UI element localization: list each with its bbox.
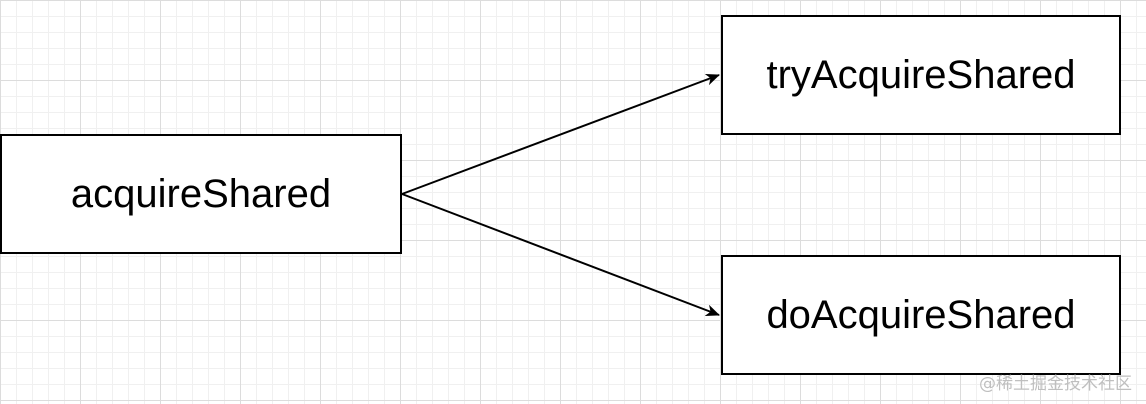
node-label: acquireShared	[70, 171, 332, 216]
node-label: tryAcquireShared	[766, 52, 1076, 97]
node-label: doAcquireShared	[766, 292, 1076, 337]
edge-acquire-to-try-arrow	[401, 73, 720, 195]
edge-acquire-to-do-arrow	[401, 193, 720, 316]
node-acquire-shared[interactable]: acquireShared	[0, 134, 402, 254]
watermark: @稀土掘金技术社区	[979, 374, 1132, 394]
node-do-acquire-shared[interactable]: doAcquireShared	[721, 255, 1121, 375]
node-try-acquire-shared[interactable]: tryAcquireShared	[721, 15, 1121, 135]
